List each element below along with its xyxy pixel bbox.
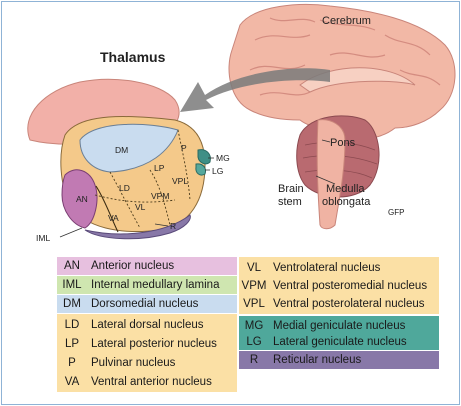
legend-name: Anterior nucleus [91, 260, 175, 272]
legend-row-p: P Pulvinar nucleus [57, 354, 237, 372]
label-ld: LD [119, 183, 130, 193]
label-lg: LG [212, 166, 223, 176]
legend-name: Medial geniculate nucleus [273, 320, 406, 332]
thalamus-illustration: Thalamus Cerebrum Pons Brain stem Medull… [27, 3, 456, 243]
legend-abbr: VPL [243, 298, 265, 310]
artist-signature: GFP [388, 208, 404, 217]
label-lp: LP [154, 163, 165, 173]
legend-name: Lateral dorsal nucleus [91, 319, 204, 331]
legend-name: Lateral geniculate nucleus [273, 336, 407, 348]
cerebrum-folds [249, 17, 441, 96]
label-dm: DM [115, 145, 128, 155]
legend-abbr: LD [64, 319, 80, 331]
lg-region [195, 163, 206, 176]
legend-row-iml: IML Internal medullary lamina [57, 276, 237, 294]
label-r: R [170, 221, 176, 231]
label-an: AN [76, 194, 88, 204]
legend-row-ld: LD Lateral dorsal nucleus [57, 316, 237, 334]
pointer-arrow [180, 68, 330, 112]
legend-row-an: AN Anterior nucleus [57, 257, 237, 275]
medulla-label-1: Medulla [326, 183, 365, 195]
legend-name: Ventral anterior nucleus [91, 376, 212, 388]
an-region [61, 169, 98, 229]
legend-name: Reticular nucleus [273, 354, 362, 366]
legend-name: Internal medullary lamina [91, 279, 220, 291]
legend-name: Dorsomedial nucleus [91, 298, 199, 310]
legend-row-mg: MG Medial geniculate nucleus [239, 317, 439, 335]
legend-row-vl: VL Ventrolateral nucleus [239, 259, 439, 277]
legend-abbr: VA [64, 376, 80, 388]
mg-region [197, 149, 211, 165]
brain-stem-label-1: Brain [278, 183, 304, 195]
brain-stem-label-2: stem [278, 196, 302, 208]
legend-abbr: DM [63, 298, 81, 310]
medulla-label-2: oblongata [322, 196, 371, 208]
legend-name: Ventrolateral nucleus [273, 262, 381, 274]
legend-abbr: VPM [241, 280, 267, 292]
legend-name: Pulvinar nucleus [91, 357, 176, 369]
legend-abbr: LG [246, 336, 262, 348]
r-region [84, 214, 191, 240]
legend-row-vpl: VPL Ventral posterolateral nucleus [239, 295, 439, 313]
diagram-title: Thalamus [100, 49, 166, 65]
legend-abbr: MG [244, 320, 264, 332]
label-iml: IML [36, 233, 50, 243]
dm-region [79, 123, 179, 173]
legend-row-vpm: VPM Ventral posteromedial nucleus [239, 277, 439, 295]
legend-row-r: R Reticular nucleus [239, 351, 439, 369]
label-va: VA [108, 213, 119, 223]
cerebrum-label: Cerebrum [322, 15, 371, 27]
pons-label: Pons [330, 137, 356, 149]
nucleus-boundaries [94, 129, 191, 229]
label-mg: MG [216, 153, 230, 163]
legend-abbr: IML [62, 279, 82, 291]
legend-name: Ventral posteromedial nucleus [273, 280, 428, 292]
label-vpl: VPL [172, 176, 188, 186]
label-vpm: VPM [151, 191, 169, 201]
legend-name: Ventral posterolateral nucleus [273, 298, 425, 310]
legend-row-lg: LG Lateral geniculate nucleus [239, 333, 439, 351]
legend-row-va: VA Ventral anterior nucleus [57, 373, 237, 391]
legend-teal-block [239, 316, 439, 350]
legend-name: Lateral posterior nucleus [91, 338, 217, 350]
legend-abbr: P [68, 357, 76, 369]
label-vl: VL [135, 202, 146, 212]
legend-abbr: R [249, 354, 259, 366]
legend-row-dm: DM Dorsomedial nucleus [57, 295, 237, 313]
legend-abbr: VL [246, 262, 262, 274]
iml-line [95, 185, 119, 233]
brain-stem-shape [316, 119, 346, 230]
legend-abbr: AN [64, 260, 80, 272]
legend-row-lp: LP Lateral posterior nucleus [57, 335, 237, 353]
legend-abbr: LP [64, 338, 80, 350]
legend-yellow-block [57, 314, 237, 392]
legend-yellow-block-right [239, 257, 439, 314]
label-p: P [181, 143, 187, 153]
